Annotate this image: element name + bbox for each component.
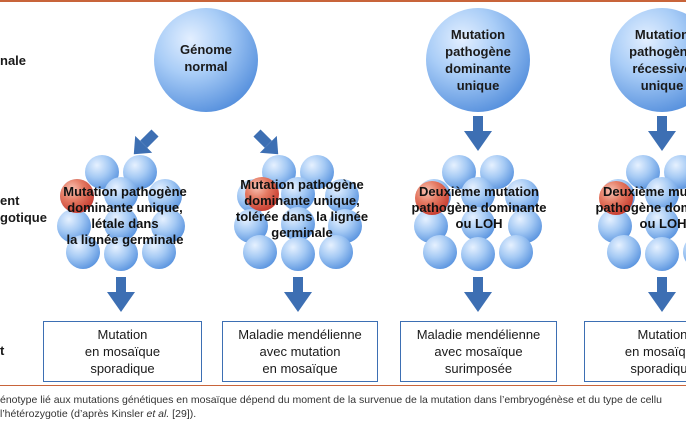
cluster-4-cell-11	[683, 242, 686, 262]
cluster-3-cell-7	[461, 207, 495, 241]
caption-line-1: énotype lié aux mutations génétiques en …	[0, 394, 662, 406]
cluster-1-cell-4	[104, 177, 138, 211]
cluster-3-cell-11	[499, 235, 533, 269]
top-circle-label-dominante: Mutation pathogène dominante unique	[445, 27, 511, 93]
cluster-1-cell-2	[123, 155, 157, 189]
cluster-1-cell-8	[151, 209, 185, 243]
caption-line-2-italic: et al.	[146, 408, 170, 420]
cluster-3-cell-8	[508, 209, 542, 243]
cluster-4-cell-1	[626, 155, 660, 189]
result-box-2-text: Maladie mendélienne avec mutation en mos…	[238, 327, 362, 376]
row-label-top: nale	[0, 53, 27, 68]
result-box-1: Mutation en mosaïque sporadique	[43, 321, 202, 382]
arrow-diagonal-left	[133, 129, 159, 155]
arrow-down-dominante	[464, 116, 492, 151]
cluster-3-cell-5	[505, 179, 539, 213]
cluster-2-cell-7	[281, 207, 315, 241]
cluster-1-cell-7	[104, 207, 138, 241]
row-label-middle-1: ent	[0, 193, 20, 208]
cluster-3-cell-9	[423, 235, 457, 269]
top-rule	[0, 0, 686, 2]
cluster-4-cell-6	[598, 209, 632, 243]
cluster-2-cell-11	[319, 235, 353, 269]
top-circle-recessive	[610, 8, 686, 112]
arrow-down-cluster-1	[107, 277, 135, 312]
cluster-4-cell-7	[645, 207, 679, 241]
cluster-label-3: Deuxième mutation pathogène dominante ou…	[411, 184, 547, 231]
cluster-3-cell-1	[442, 155, 476, 189]
cluster-2-cell-5	[325, 179, 359, 213]
result-box-3: Maladie mendélienne avec mosaïque surimp…	[400, 321, 557, 382]
result-box-3-text: Maladie mendélienne avec mosaïque surimp…	[416, 327, 541, 376]
cluster-2-cell-10	[281, 237, 315, 271]
cluster-2-cell-6	[234, 209, 268, 243]
cluster-1-cell-9	[66, 235, 100, 269]
cluster-4-cell-4	[645, 177, 679, 211]
cluster-2-cell-2	[300, 155, 334, 189]
arrow-down-cluster-3	[464, 277, 492, 312]
cell-clusters	[57, 155, 686, 271]
figure-caption: énotype lié aux mutations génétiques en …	[0, 393, 686, 421]
cluster-3-cell-6	[414, 209, 448, 243]
cluster-label-4: Deuxième mutation pathogène dominante ou…	[595, 184, 686, 231]
arrow-diagonal-right	[253, 129, 279, 155]
caption-line-2: l’hétérozygotie (d’après Kinsler et al. …	[0, 407, 686, 421]
cluster-1-cell-11	[142, 235, 176, 269]
caption-line-2-end: [29]).	[169, 408, 197, 420]
cluster-1-cell-5	[148, 179, 182, 213]
top-circle-dominante	[426, 8, 530, 112]
result-box-4-text: Mutation en mosaïque sporadique	[624, 327, 686, 376]
caption-line-2-start: l’hétérozygotie (d’après Kinsler	[0, 408, 147, 420]
cluster-2-cell-4	[281, 177, 315, 211]
cluster-1-cell-10	[104, 237, 138, 271]
cluster-3-cell-4	[461, 177, 495, 211]
result-box-1-text: Mutation en mosaïque sporadique	[84, 327, 161, 376]
cluster-1-cell-1	[85, 155, 119, 189]
arrow-down-cluster-4	[648, 277, 676, 312]
cluster-2-cell-8	[328, 209, 362, 243]
row-label-bottom: t	[0, 343, 5, 358]
cluster-2-cell-9	[243, 235, 277, 269]
cluster-4-cell-10	[645, 237, 679, 271]
top-circle-label-recessive: Mutation pathogène récessive unique	[629, 27, 686, 93]
cluster-1-mutant-cell	[60, 179, 94, 213]
top-circle-label-genome: Génome normal	[179, 42, 232, 74]
arrow-down-recessive	[648, 116, 676, 151]
cluster-label-2: Mutation pathogène dominante unique, tol…	[235, 177, 369, 240]
arrow-down-cluster-2	[284, 277, 312, 312]
cluster-3-mutant-cell	[415, 181, 449, 215]
top-circle-genome-normal	[154, 8, 258, 112]
row-label-middle-2: gotique	[0, 210, 47, 225]
bottom-rule	[0, 385, 686, 386]
cluster-2-mutant-cell	[245, 177, 279, 211]
cluster-label-1: Mutation pathogène dominante unique, lét…	[63, 184, 187, 247]
cluster-4-mutant-cell	[599, 181, 633, 215]
cluster-1-cell-6	[57, 209, 91, 243]
cluster-3-cell-2	[480, 155, 514, 189]
result-box-4: Mutation en mosaïque sporadique	[584, 321, 686, 382]
result-box-2: Maladie mendélienne avec mutation en mos…	[222, 321, 378, 382]
cluster-3-cell-10	[461, 237, 495, 271]
cluster-4-cell-9	[607, 235, 641, 269]
